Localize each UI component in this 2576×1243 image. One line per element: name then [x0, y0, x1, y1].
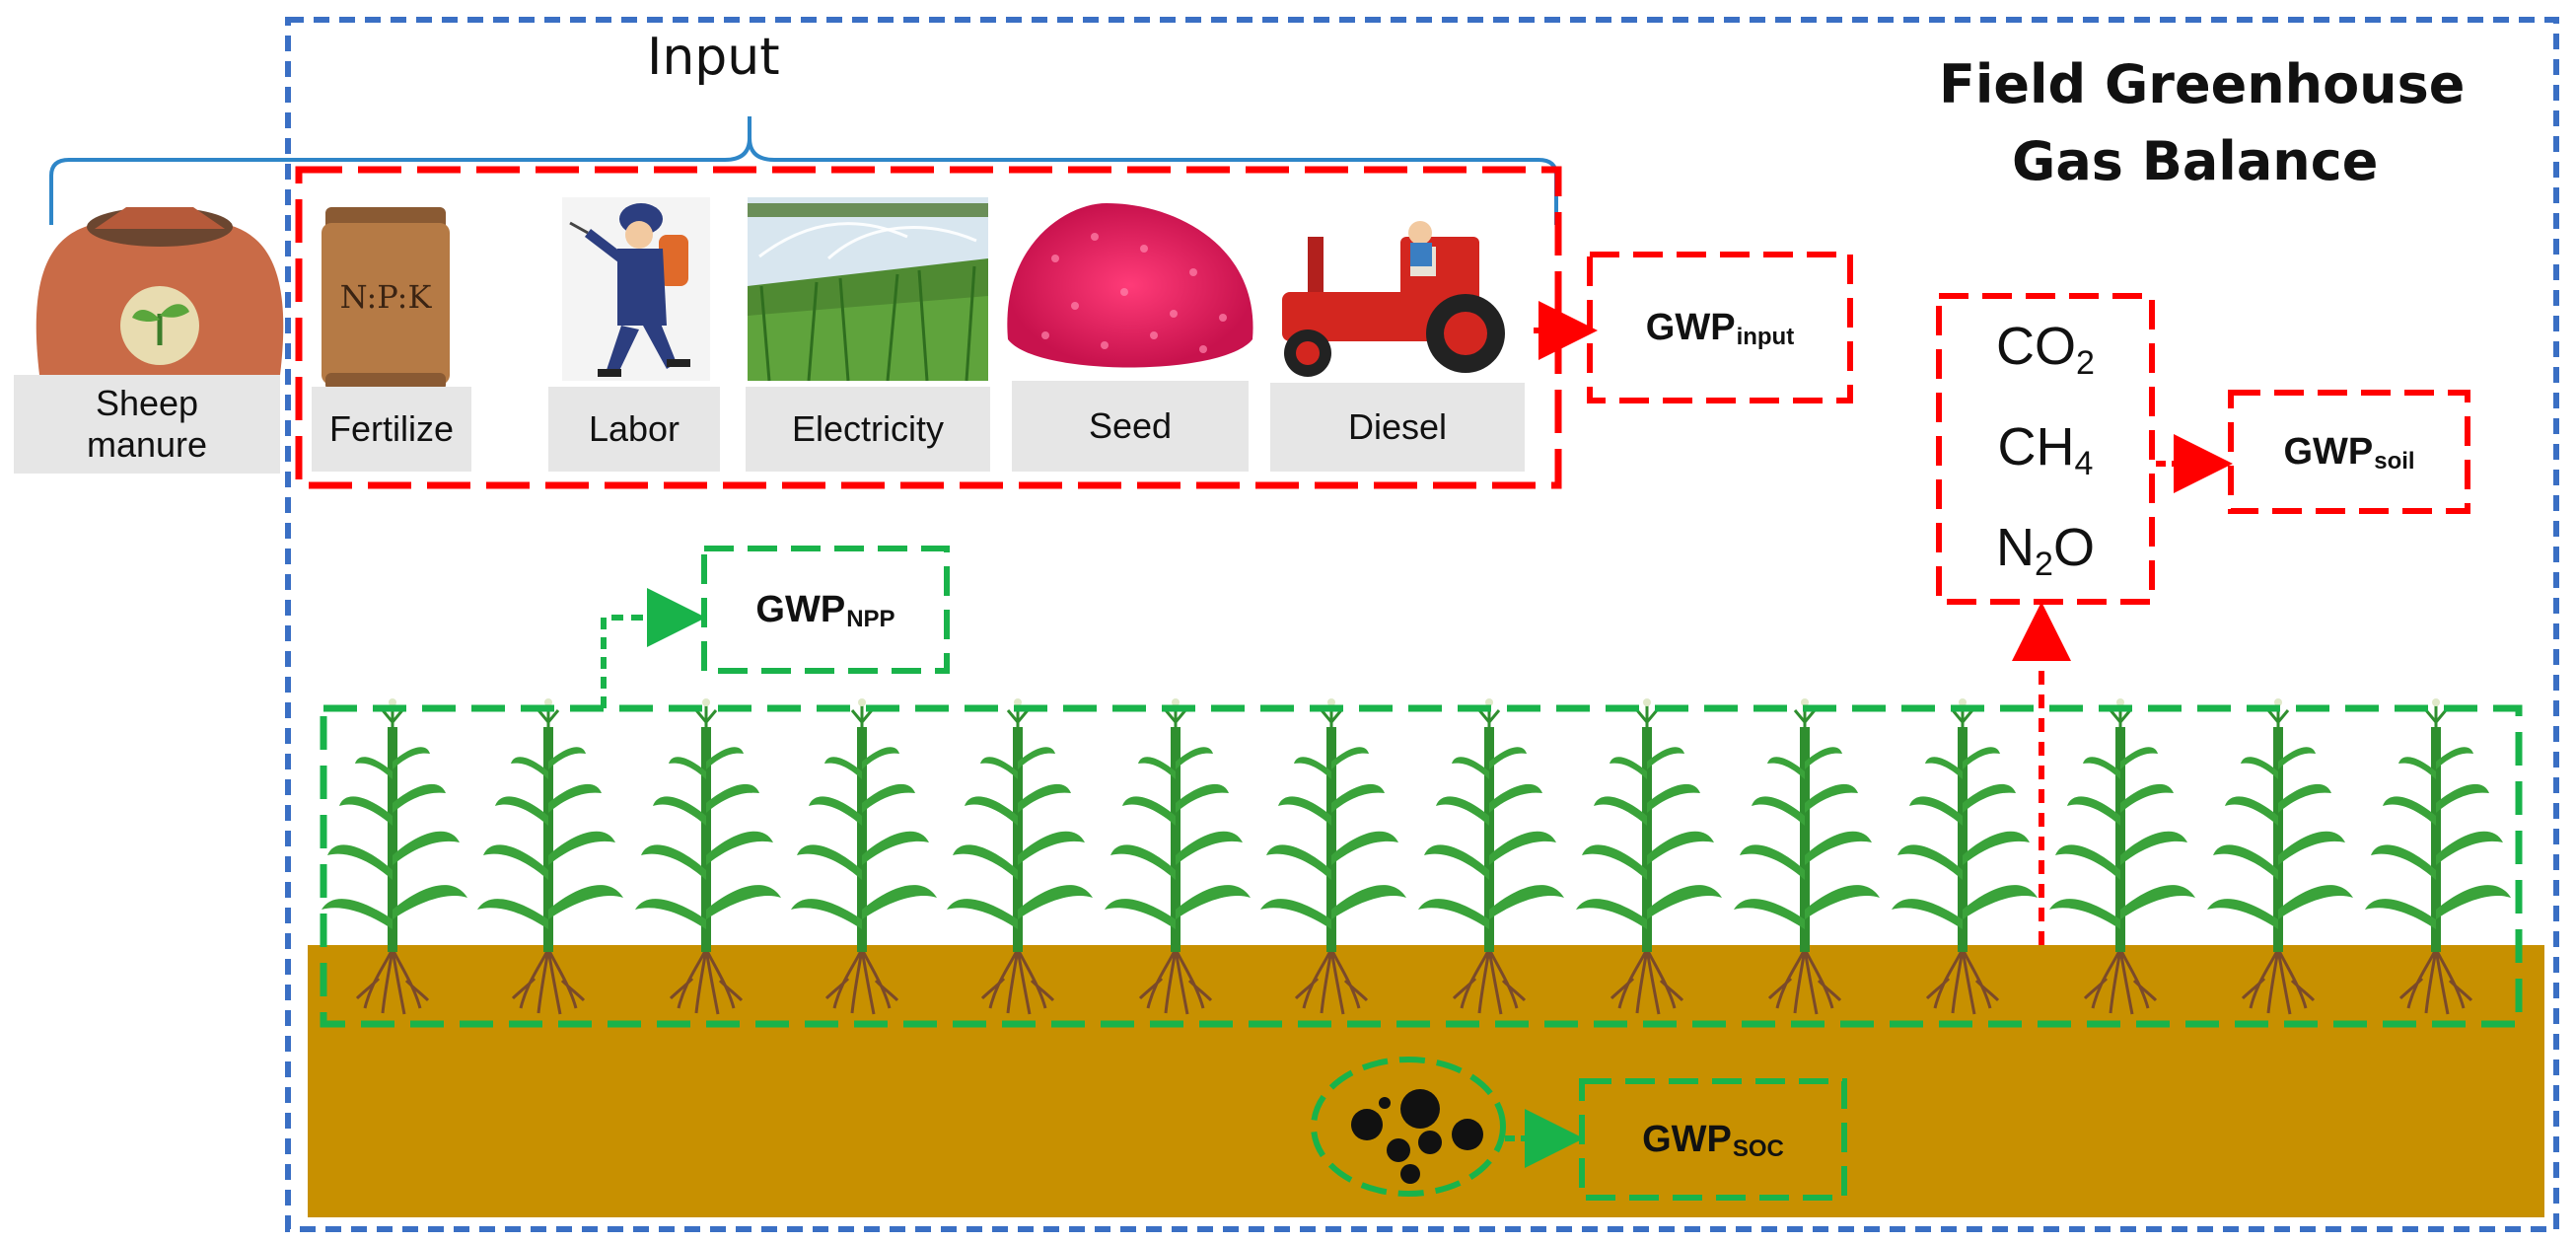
gas-co2-sub: 2 [2076, 344, 2095, 382]
gas-co2-base: CO [1996, 317, 2077, 376]
title-line-1: Field Greenhouse [1939, 53, 2466, 115]
soil-layer [308, 945, 2544, 1217]
labor-caption: Labor [548, 387, 720, 472]
input-label: Input [647, 28, 780, 87]
seed-caption: Seed [1012, 381, 1249, 472]
gwp-npp-base: GWP [755, 588, 846, 630]
soc-particles-icon [1351, 1089, 1483, 1184]
gas-n2o-sub: 2 [2035, 546, 2053, 583]
diesel-caption: Diesel [1270, 383, 1525, 472]
tractor-icon [1282, 221, 1505, 377]
sheep-manure-caption-line2: manure [86, 424, 208, 465]
seed-pile-icon [1007, 203, 1253, 368]
electricity-field-icon [748, 197, 988, 382]
gwp-npp-box [701, 546, 950, 674]
soc-particles-ellipse [1311, 1057, 1506, 1197]
input-group-box [295, 166, 1562, 489]
gas-ch4-base: CH [1997, 417, 2075, 476]
outer-border [285, 17, 2559, 1232]
gas-n2o-suffix: O [2052, 518, 2095, 577]
gas-ch4: CH4 [1937, 416, 2154, 482]
gas-n2o: N2O [1937, 517, 2154, 583]
fertilize-caption: Fertilize [312, 387, 471, 472]
arrow-crop-to-gwp-npp [601, 588, 706, 708]
gwp-soc-base: GWP [1642, 1118, 1732, 1160]
gwp-npp-sub: NPP [846, 606, 895, 632]
electricity-caption: Electricity [746, 387, 990, 472]
title-line-2: Gas Balance [2012, 130, 2379, 192]
crop-box [320, 704, 2523, 1028]
gas-n2o-base: N [1996, 518, 2036, 577]
gwp-soc-box [1579, 1078, 1847, 1201]
gwp-soil-box [2228, 390, 2470, 514]
gas-co2: CO2 [1937, 316, 2154, 382]
labor-worker-icon [562, 197, 710, 381]
input-brace [49, 116, 1558, 225]
sheep-manure-caption-line1: Sheep [95, 383, 199, 423]
fertilizer-bag-icon [322, 207, 450, 391]
sheep-manure-caption: Sheep manure [14, 375, 280, 474]
gwp-soil-sub: soil [2374, 448, 2415, 475]
gwp-input-sub: input [1736, 324, 1795, 350]
sheep-manure-icon [36, 207, 284, 375]
gwp-input-box [1587, 252, 1853, 403]
gwp-input-base: GWP [1645, 306, 1736, 348]
fertilizer-bag-label: N:P:K [339, 278, 432, 316]
gwp-soil-base: GWP [2283, 430, 2374, 473]
gas-ch4-sub: 4 [2074, 445, 2094, 482]
gwp-soc-sub: SOC [1732, 1135, 1784, 1162]
